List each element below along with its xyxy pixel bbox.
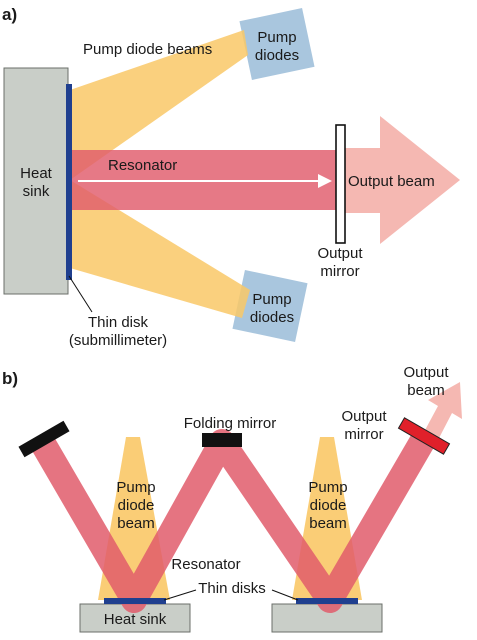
resonator-label-a: Resonator	[108, 157, 177, 174]
thin-disks-leader-left	[163, 589, 197, 601]
thin-disk-b-left	[104, 598, 166, 604]
thin-disk-a	[66, 84, 72, 280]
folding-mirror-label: Folding mirror	[184, 415, 277, 432]
thin-disk-label-2: (submillimeter)	[69, 332, 167, 349]
pump-beam-right-label-3: beam	[309, 515, 347, 532]
resonator-label-b: Resonator	[171, 556, 240, 573]
pump-beam-top	[70, 30, 248, 180]
output-mirror-b-label-2: mirror	[344, 426, 383, 443]
pump-beam-left-label-2: diode	[118, 497, 155, 514]
pump-beam-right-label-1: Pump	[308, 479, 347, 496]
output-mirror-a-label-1: Output	[317, 245, 363, 262]
resonator-beam-b	[30, 429, 434, 613]
panel-a-label: a)	[2, 5, 17, 24]
pump-diodes-top-label-1: Pump	[257, 29, 296, 46]
output-mirror-b	[397, 417, 451, 455]
pump-diodes-box-top	[239, 8, 315, 80]
output-beam-b-label-1: Output	[403, 364, 449, 381]
thin-disk-label-1: Thin disk	[88, 314, 149, 331]
output-beam-b-label-2: beam	[407, 382, 445, 399]
folding-mirror-b	[202, 433, 242, 447]
thin-disk-b-right	[296, 598, 358, 604]
heat-sink-a-label-2: sink	[23, 183, 50, 200]
output-mirror-a-label-2: mirror	[320, 263, 359, 280]
heat-sink-a	[3, 67, 69, 295]
thin-disks-label: Thin disks	[198, 580, 266, 597]
panel-b-label: b)	[2, 369, 18, 388]
output-beam-arrow-b	[414, 382, 462, 440]
pump-beam-left-label-3: beam	[117, 515, 155, 532]
pump-beam-right-label-2: diode	[310, 497, 347, 514]
output-beam-arrow	[345, 116, 460, 244]
panel-b: b) Folding mirror Output mirror Output b…	[2, 364, 462, 633]
heat-sink-b-label: Heat sink	[104, 611, 167, 628]
pump-beam-left-label-1: Pump	[116, 479, 155, 496]
thin-disk-leader	[68, 275, 93, 313]
heat-sink-a-label-1: Heat	[20, 165, 53, 182]
output-mirror-b-label-1: Output	[341, 408, 387, 425]
pump-diodes-box-bottom	[232, 270, 308, 342]
pump-diodes-top-label-2: diodes	[255, 47, 299, 64]
panel-a: a) Pump diode beams Pump diodes Pump dio…	[2, 5, 460, 349]
resonator-arrowhead	[318, 174, 332, 188]
output-mirror-a	[335, 124, 346, 244]
thin-disks-leader-right	[271, 589, 299, 601]
pump-beam-bottom	[70, 180, 250, 318]
pump-diodes-bottom-label-1: Pump	[252, 291, 291, 308]
pump-diode-beams-label: Pump diode beams	[83, 41, 212, 58]
pump-diodes-bottom-label-2: diodes	[250, 309, 294, 326]
end-mirror-b	[18, 420, 70, 458]
output-beam-label-a: Output beam	[348, 173, 435, 190]
